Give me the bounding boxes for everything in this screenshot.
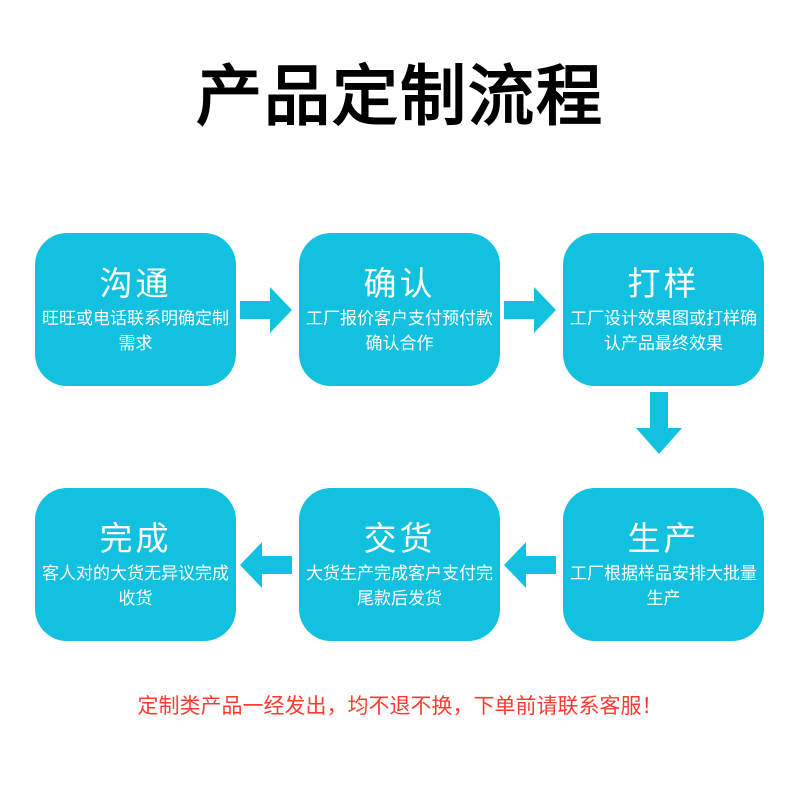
arrow-left-icon: [504, 540, 556, 590]
flow-step-1: 沟通 旺旺或电话联系明确定制需求: [35, 233, 236, 386]
flow-step-1-label: 沟通: [99, 264, 172, 302]
arrow-down-icon: [634, 392, 684, 454]
flow-step-4-description: 工厂根据样品安排大批量生产: [570, 563, 757, 608]
flow-step-5-label: 交货: [363, 519, 436, 557]
flow-step-6-description: 客人对的大货无异议完成收货: [42, 563, 229, 608]
flow-step-5-description: 大货生产完成客户支付完尾款后发货: [306, 563, 493, 608]
flow-step-1-description: 旺旺或电话联系明确定制需求: [42, 308, 229, 353]
flow-step-5: 交货 大货生产完成客户支付完尾款后发货: [299, 488, 500, 641]
page-title: 产品定制流程: [196, 59, 604, 133]
flow-step-4: 生产 工厂根据样品安排大批量生产: [563, 488, 764, 641]
arrow-right-icon: [504, 285, 556, 335]
arrow-left-icon: [240, 540, 292, 590]
flow-step-2: 确认 工厂报价客户支付预付款确认合作: [299, 233, 500, 386]
flow-step-4-label: 生产: [627, 519, 700, 557]
flow-step-2-label: 确认: [363, 264, 436, 302]
flow-step-6: 完成 客人对的大货无异议完成收货: [35, 488, 236, 641]
flow-step-2-description: 工厂报价客户支付预付款确认合作: [306, 308, 493, 353]
flow-step-6-label: 完成: [99, 519, 172, 557]
flow-step-3-description: 工厂设计效果图或打样确认产品最终效果: [570, 308, 757, 353]
flow-step-3-label: 打样: [627, 264, 700, 302]
flow-step-3: 打样 工厂设计效果图或打样确认产品最终效果: [563, 233, 764, 386]
arrow-right-icon: [240, 285, 292, 335]
notice-text: 定制类产品一经发出，均不退不换，下单前请联系客服！: [137, 695, 663, 718]
